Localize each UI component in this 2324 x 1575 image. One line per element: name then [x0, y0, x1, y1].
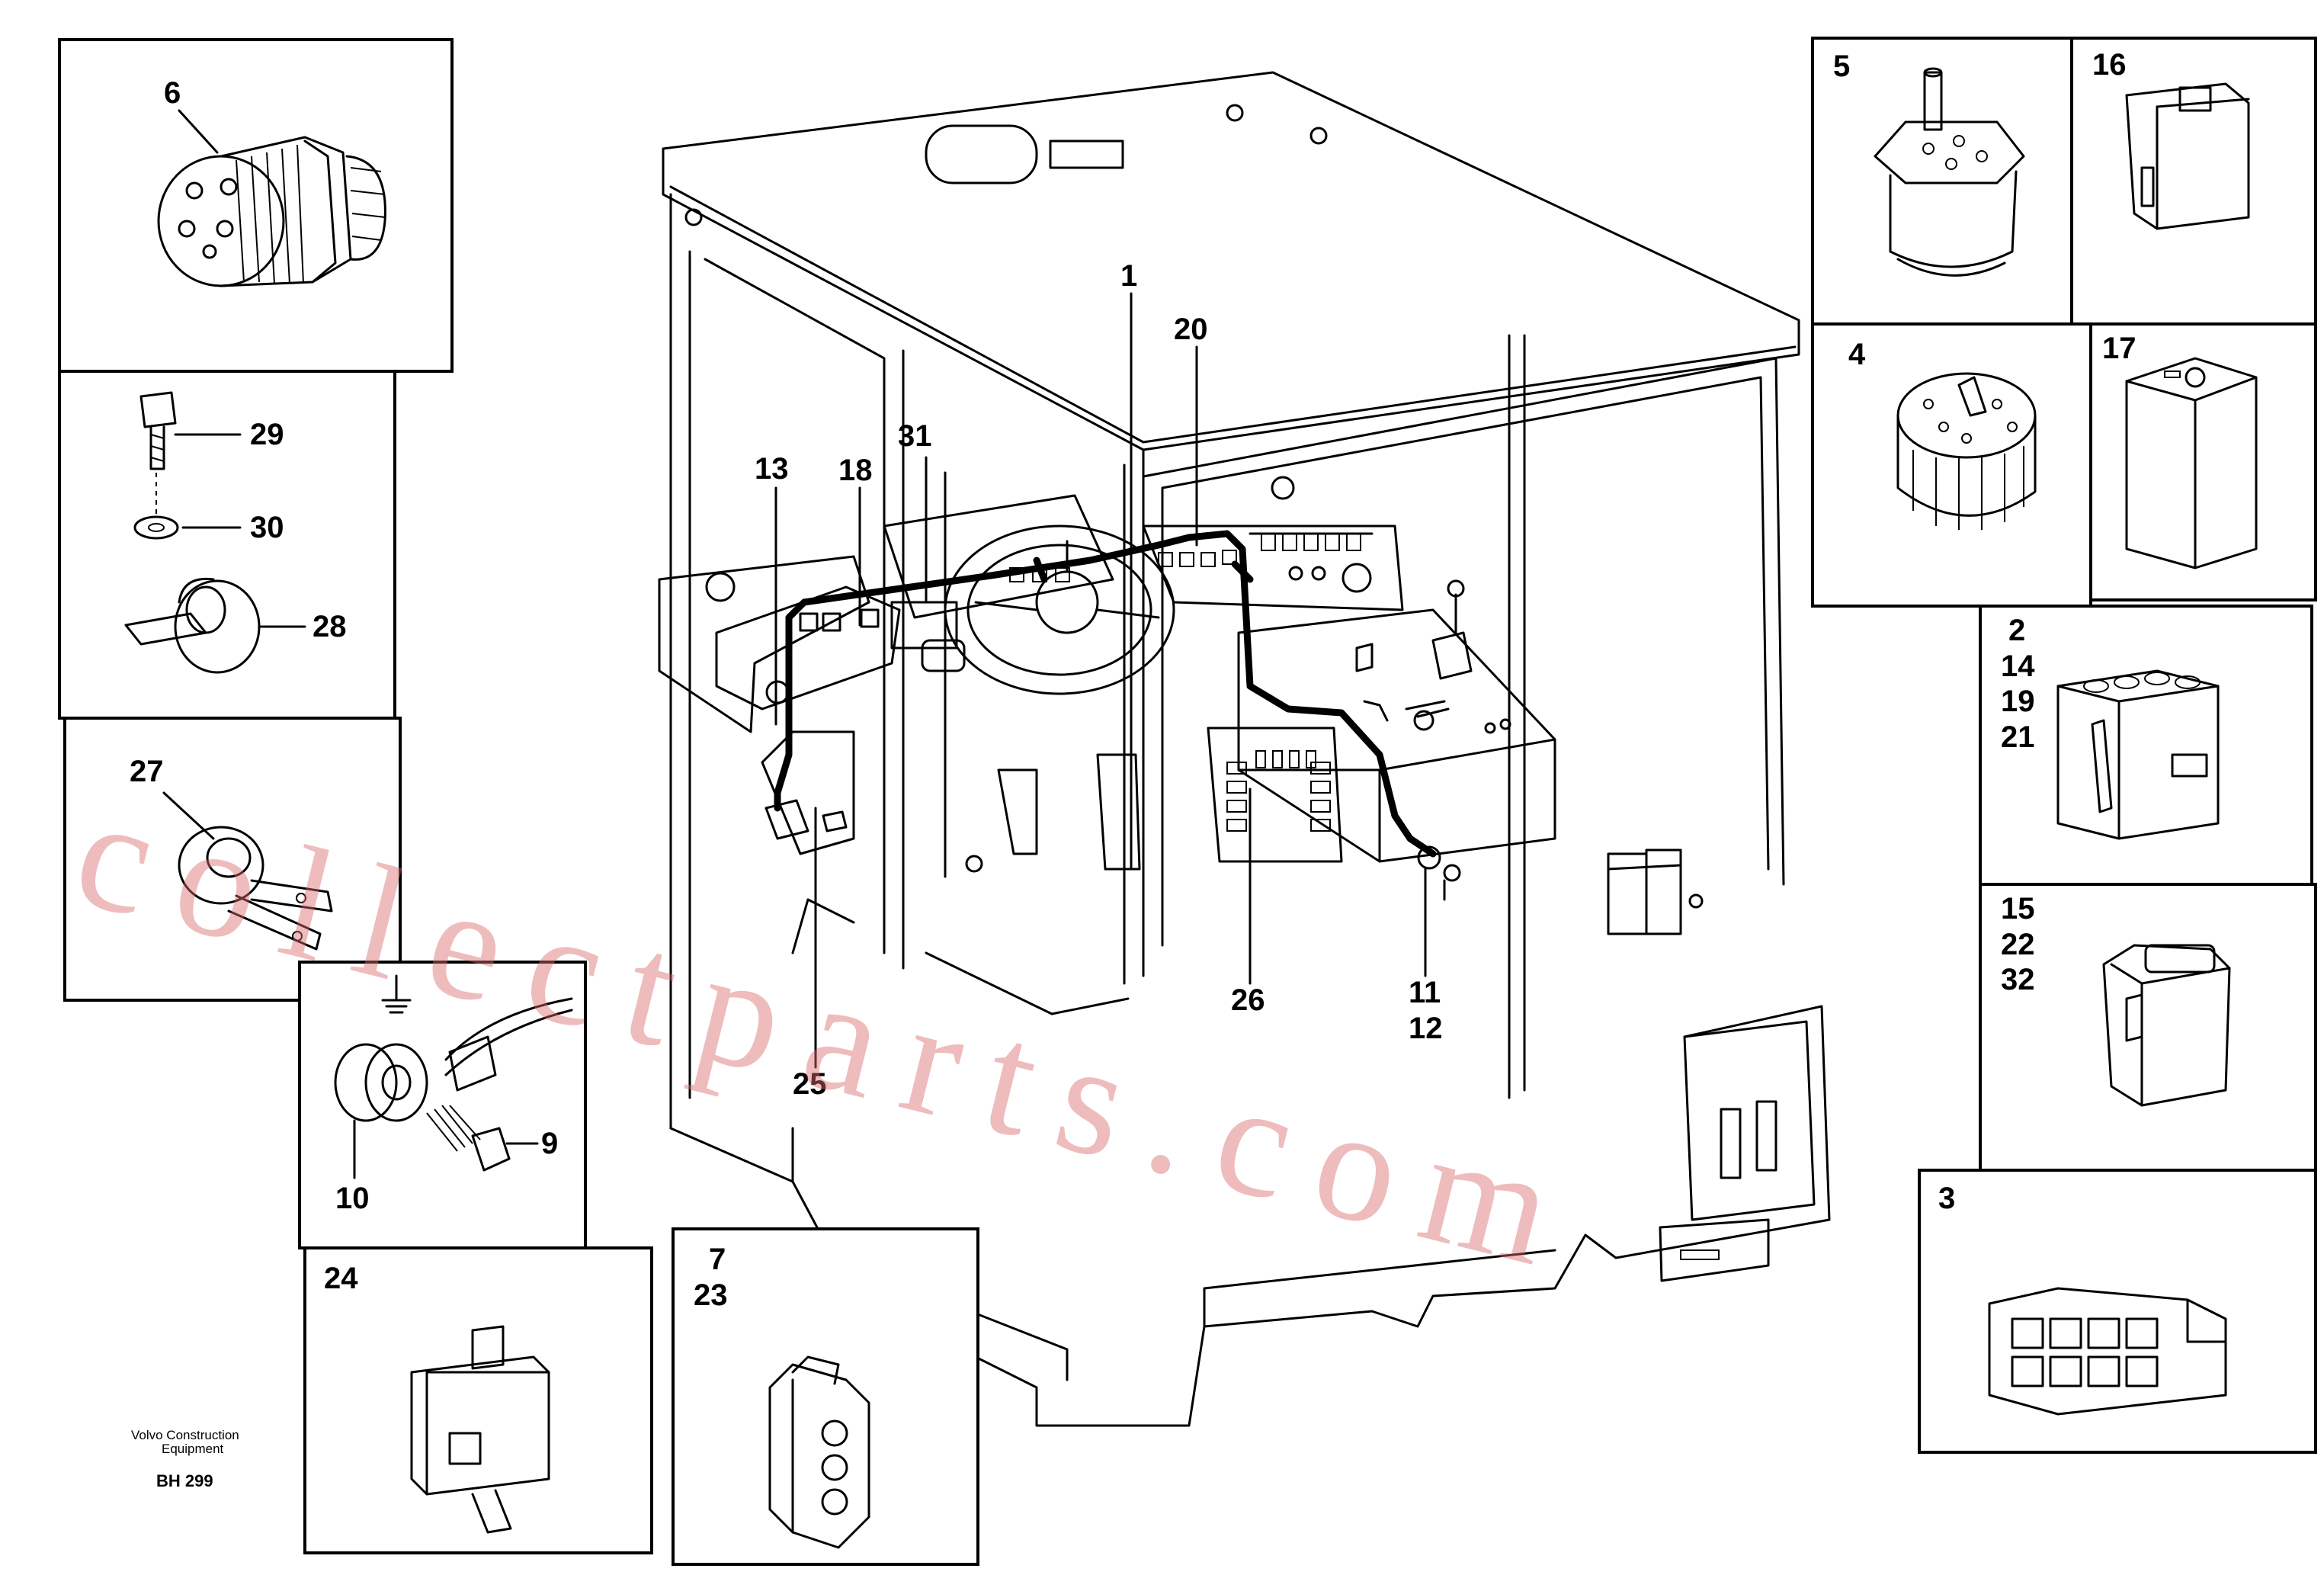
wiring-harness: [774, 530, 1437, 858]
watermark: collectparts.com: [60, 762, 1598, 1307]
detail-box-5: 5: [1811, 37, 2073, 326]
part-label-30: 30: [250, 511, 284, 544]
part-label-9: 9: [541, 1127, 558, 1160]
detail-box-6: 6: [58, 38, 454, 373]
callout-12: 12: [1409, 1012, 1443, 1045]
detail-box-27: 27: [63, 717, 402, 1002]
callout-11: 11: [1409, 976, 1441, 1009]
title-block: Volvo Construction Equipment BH 299: [131, 1428, 239, 1490]
detail-box-2-14-19-21: 2 14 19 21: [1979, 605, 2313, 886]
cab-illustration: [658, 71, 1831, 1427]
cab-callouts: 1 20 31 18 13 25 26 11 12: [755, 259, 1443, 1101]
part-label-14: 14: [2001, 650, 2035, 683]
part-label-27: 27: [130, 755, 164, 788]
callout-20: 20: [1174, 313, 1208, 346]
part-label-5: 5: [1833, 50, 1850, 83]
detail-box-29-30-28: 29 30 28: [58, 370, 396, 720]
part-label-22: 22: [2001, 928, 2035, 961]
part-label-17: 17: [2102, 332, 2136, 365]
drawing-code: BH 299: [156, 1471, 213, 1490]
detail-box-16: 16: [2070, 37, 2317, 326]
part-label-23: 23: [694, 1278, 728, 1312]
detail-box-15-22-32: 15 22 32: [1979, 883, 2317, 1172]
part-label-2: 2: [2008, 614, 2025, 647]
part-label-3: 3: [1938, 1182, 1955, 1215]
callout-18: 18: [838, 454, 873, 487]
part-label-32: 32: [2001, 963, 2035, 996]
detail-box-3: 3: [1918, 1169, 2317, 1454]
manufacturer-line-1: Volvo Construction: [131, 1428, 239, 1442]
detail-box-17: 17: [2089, 322, 2317, 601]
part-label-6: 6: [164, 76, 181, 110]
manufacturer-line-2: Equipment: [162, 1442, 224, 1456]
callout-31: 31: [898, 419, 932, 453]
detail-box-7-23: 7 23: [672, 1227, 979, 1566]
callout-1: 1: [1120, 259, 1137, 293]
harness-branch-connectors: [1009, 550, 1237, 582]
part-label-21: 21: [2001, 720, 2035, 754]
part-label-19: 19: [2001, 685, 2035, 718]
callout-26: 26: [1231, 983, 1265, 1017]
part-label-29: 29: [250, 418, 284, 451]
callout-25: 25: [793, 1067, 827, 1101]
part-label-16: 16: [2092, 48, 2127, 82]
detail-box-24: 24: [303, 1246, 653, 1554]
part-label-4: 4: [1848, 338, 1866, 371]
part-label-24: 24: [324, 1262, 358, 1295]
part-label-10: 10: [335, 1182, 370, 1215]
detail-box-4: 4: [1811, 322, 2092, 608]
part-label-15: 15: [2001, 892, 2035, 925]
part-label-7: 7: [709, 1243, 726, 1276]
leader-lines: [774, 292, 1427, 1069]
part-label-28: 28: [313, 610, 347, 643]
callout-13: 13: [755, 452, 789, 486]
detail-box-9-10: 9 10: [298, 961, 587, 1249]
